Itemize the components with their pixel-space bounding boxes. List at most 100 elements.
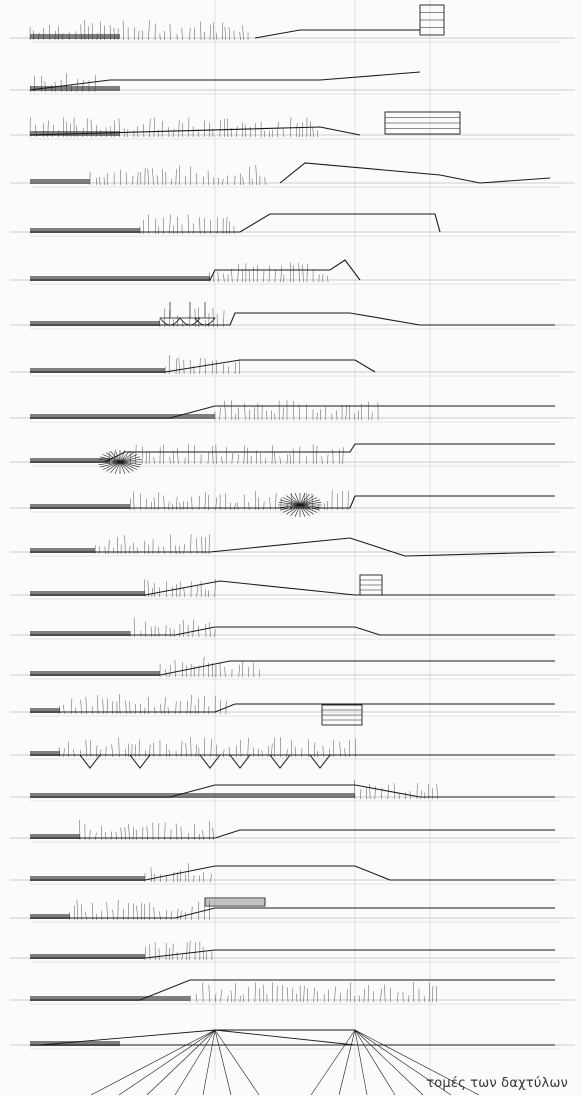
section-16-hatch (118, 694, 121, 715)
section-4-profile (279, 162, 551, 184)
perspective-ray-2 (354, 1029, 480, 1096)
section-9-hatch (319, 409, 322, 421)
section-19-hatch (95, 832, 97, 841)
section-11-hatch (163, 495, 165, 511)
section-23-hatch (254, 982, 256, 1003)
section-16-hatch (112, 701, 114, 715)
section-10-hatch (215, 444, 217, 465)
section-23-hatch (215, 993, 217, 1003)
section-12-hatch (196, 538, 198, 555)
section-4-hatch (147, 168, 149, 186)
section-16-profile (30, 703, 555, 713)
section-2-hatch (76, 79, 78, 93)
section-8-hatch (178, 357, 180, 375)
section-21-hatch (112, 909, 114, 921)
section-12-hatch (108, 539, 110, 555)
section-16-hatch (80, 699, 82, 715)
section-23-hatch (291, 987, 294, 1003)
section-23-hatch (334, 986, 336, 1003)
section-6-hatch (280, 266, 282, 283)
section-11-hatch (234, 503, 236, 511)
section-17-hatch (111, 744, 113, 758)
section-19-hatch (132, 826, 135, 841)
section-23-hatch (423, 995, 425, 1003)
section-23-hatch (208, 984, 210, 1003)
section-4-hatch (99, 176, 101, 186)
section-10-hatch (207, 452, 210, 465)
perspective-ray-1 (118, 1029, 216, 1096)
section-6-hatch (268, 265, 270, 283)
section-4-hatch (239, 173, 242, 186)
section-21-hatch (106, 902, 108, 921)
section-15-hatch (208, 662, 210, 678)
section-1-base-band (30, 34, 120, 39)
section-23-hatch (286, 987, 289, 1003)
section-17-hatch (118, 737, 120, 758)
drawing-caption: τομές των δαχτύλων (426, 1076, 568, 1091)
section-13-hatch (144, 579, 146, 598)
section-19-hatch (164, 822, 166, 841)
section-23-hatch (397, 992, 399, 1003)
section-6-hatch (237, 264, 239, 283)
section-21-hatch (165, 910, 167, 921)
section-23-hatch (339, 993, 342, 1003)
section-16-hatch (75, 707, 77, 715)
section-22-hatch (144, 946, 146, 961)
section-19-hatch (180, 826, 182, 841)
section-10-hatch (135, 444, 137, 465)
section-17-hatch (181, 740, 183, 758)
section-3-hatch (76, 125, 78, 138)
section-17-hatch (190, 737, 192, 758)
section-12-hatch (136, 547, 139, 555)
section-1-hatch (242, 25, 244, 41)
perspective-ray-1 (90, 1029, 216, 1096)
section-2-profile (29, 71, 421, 91)
section-18-hatch (393, 783, 395, 800)
section-1-hatch (38, 32, 40, 41)
section-11-hatch (248, 502, 250, 511)
section-23-hatch (234, 983, 236, 1003)
section-3-hatch (249, 126, 251, 138)
section-13-hatch (158, 587, 161, 598)
section-8-hatch (215, 360, 218, 375)
section-23-hatch (295, 993, 298, 1003)
section-15-hatch (238, 664, 240, 678)
section-17-hatch (286, 749, 288, 758)
section-1-hatch (193, 27, 196, 41)
section-20-hatch (193, 875, 195, 883)
section-3-hatch (110, 126, 112, 138)
section-14-hatch (150, 626, 153, 638)
section-2-hatch (54, 81, 57, 93)
section-8-hatch (199, 358, 201, 375)
section-3-hatch (282, 128, 285, 138)
section-3-hatch (173, 128, 175, 138)
section-10-hatch (153, 456, 155, 465)
section-7-hatch (182, 320, 184, 328)
section-3-hatch (296, 123, 298, 138)
section-5-profile (30, 213, 441, 233)
section-14-hatch (129, 630, 132, 638)
section-17-hatch (100, 749, 102, 758)
section-13-hatch (147, 580, 149, 598)
section-19-hatch (105, 832, 107, 841)
section-4-hatch (175, 169, 177, 186)
section-21-profile (30, 907, 555, 919)
section-17-hatch (240, 740, 242, 758)
section-10-hatch (221, 456, 223, 465)
section-18-base-band (30, 793, 355, 798)
section-5-base-band (30, 228, 140, 233)
section-23-hatch (220, 989, 222, 1003)
section-11-hatch (198, 495, 200, 511)
section-14-hatch (209, 622, 211, 638)
section-19-hatch (158, 823, 160, 841)
section-10-hatch (177, 448, 179, 465)
section-16-hatch (167, 707, 170, 715)
section-17-hatch (58, 747, 61, 758)
section-11-hatch (215, 497, 217, 511)
section-10-hatch (259, 452, 262, 465)
section-21-hatch (127, 902, 130, 921)
section-5-hatch (187, 214, 190, 235)
boat-hull-3 (194, 317, 216, 326)
section-15-hatch (242, 661, 244, 678)
